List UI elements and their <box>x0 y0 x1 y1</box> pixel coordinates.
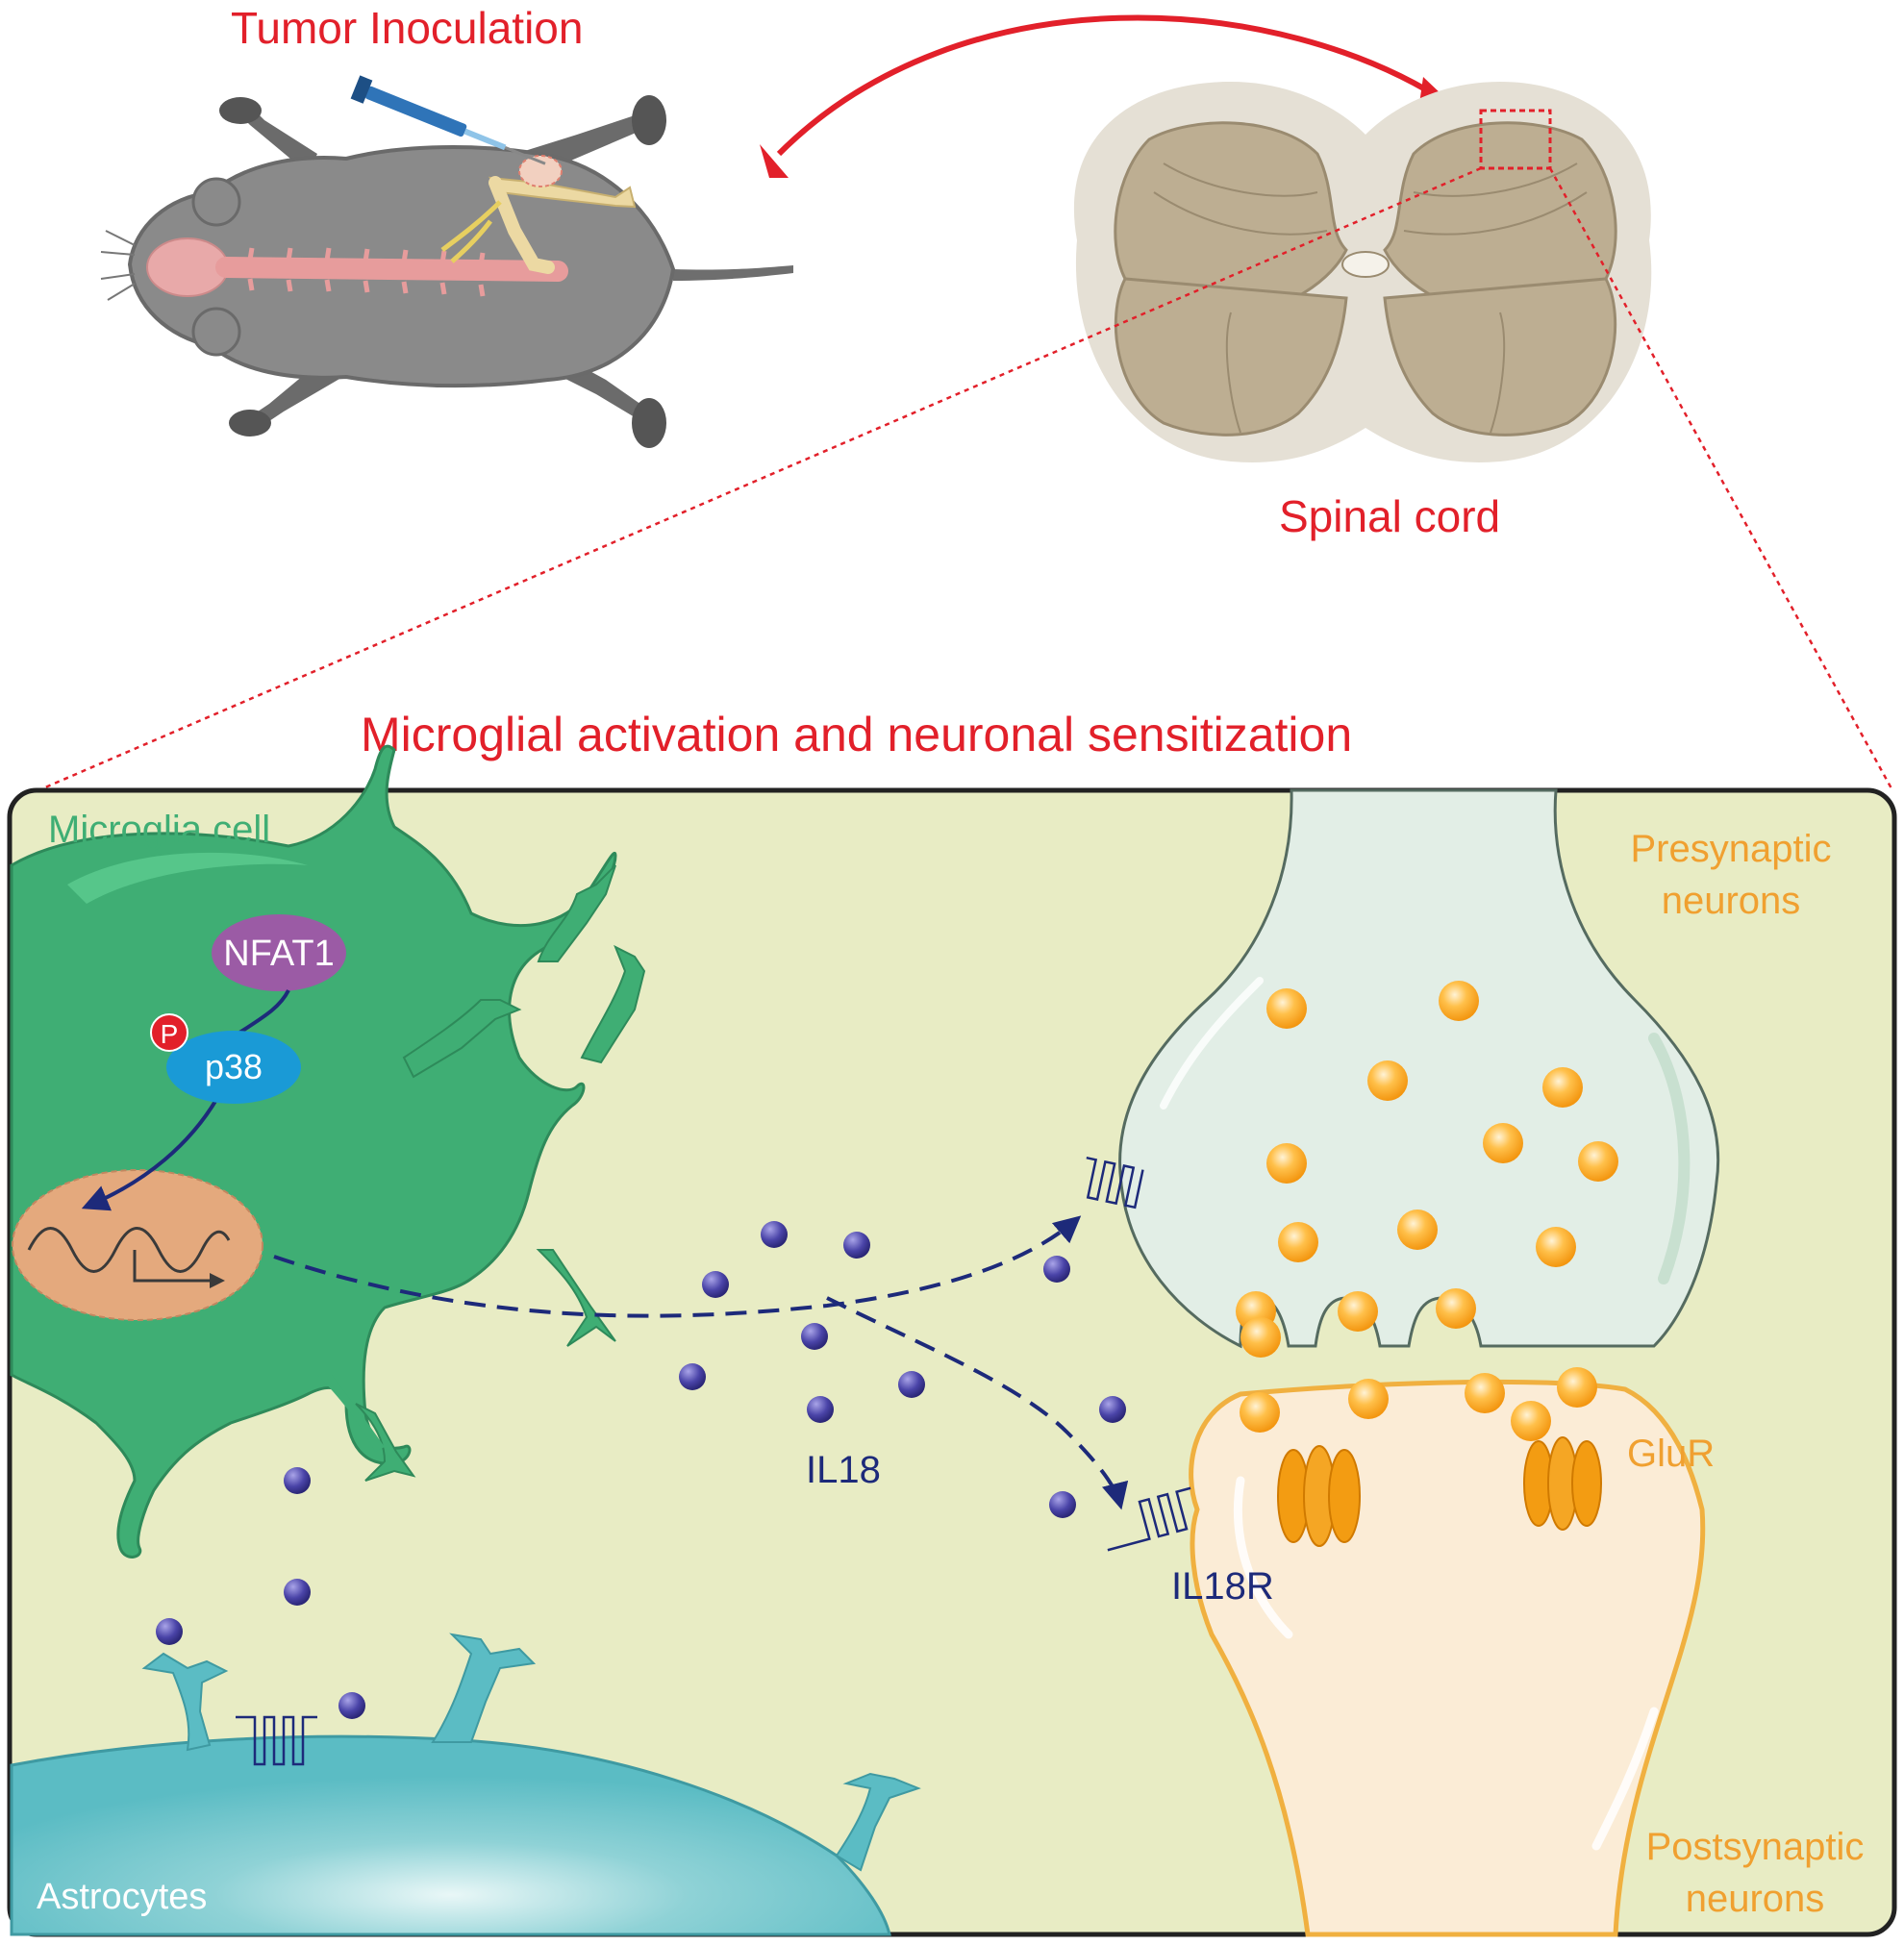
presynaptic-label-line2: neurons <box>1662 880 1801 922</box>
vesicle <box>1338 1291 1378 1332</box>
vesicle <box>1278 1222 1318 1262</box>
il18-molecule <box>1043 1256 1070 1283</box>
il18r-receptor-astrocyte <box>236 1715 317 1766</box>
vesicle <box>1348 1379 1389 1419</box>
panel-title: Microglial activation and neuronal sensi… <box>361 708 1352 761</box>
vesicle <box>1578 1141 1618 1182</box>
p38-node <box>166 1031 301 1104</box>
transcription-arrow-icon <box>133 1250 210 1283</box>
il18-molecule <box>156 1618 183 1645</box>
vesicle <box>1266 1143 1307 1184</box>
phosphate-label: P <box>161 1019 179 1049</box>
il18r-receptor-postsynaptic <box>1107 1486 1191 1552</box>
il18-molecule <box>284 1467 311 1494</box>
postsynaptic-label-line1: Postsynaptic <box>1646 1826 1865 1868</box>
vesicle <box>1439 981 1479 1021</box>
il18-molecule <box>761 1221 788 1248</box>
spinal-cord-label: Spinal cord <box>1279 491 1500 541</box>
il18r-label: IL18R <box>1171 1565 1274 1608</box>
il18-molecule <box>843 1232 870 1259</box>
il18-molecule <box>1049 1491 1076 1518</box>
il18-molecule <box>807 1396 834 1423</box>
vesicle <box>1436 1288 1476 1329</box>
il18r-receptor-presynaptic <box>1086 1156 1144 1209</box>
vesicles <box>1236 981 1618 1441</box>
microglia-cell-label: Microglia cell <box>48 809 270 851</box>
il18-molecule <box>898 1371 925 1398</box>
dna-strand-icon <box>27 1227 231 1273</box>
il18-molecule <box>801 1323 828 1350</box>
vesicle <box>1536 1227 1576 1267</box>
il18-secretion-arrow-presynaptic <box>273 1215 1082 1318</box>
il18-secretion-arrow-postsynaptic <box>826 1296 1129 1510</box>
nucleus <box>12 1169 263 1321</box>
microglia-cell <box>10 744 646 1558</box>
vesicle <box>1397 1209 1438 1250</box>
zoom-line-left <box>38 166 1482 792</box>
spinal-cord-cross-section <box>1073 82 1652 462</box>
glur-receptor-2 <box>1523 1436 1602 1531</box>
nfat1-label: NFAT1 <box>223 934 334 974</box>
tumor-inoculation-label: Tumor Inoculation <box>231 3 583 53</box>
vesicle <box>1542 1067 1583 1108</box>
zoom-line-right <box>1548 167 1894 791</box>
il18-molecule <box>1099 1396 1126 1423</box>
il18-molecule <box>284 1579 311 1606</box>
astrocyte <box>10 1633 921 1936</box>
il18-molecules <box>156 1221 1126 1719</box>
phosphate-badge <box>150 1013 188 1052</box>
vesicle <box>1367 1060 1408 1101</box>
postsynaptic-label-line2: neurons <box>1686 1878 1825 1920</box>
glur-label: GluR <box>1627 1433 1715 1475</box>
vesicle <box>1483 1123 1523 1163</box>
presynaptic-label-line1: Presynaptic <box>1631 828 1832 870</box>
mouse-illustration <box>100 75 793 448</box>
il18-molecule <box>702 1271 729 1298</box>
p38-label: p38 <box>205 1047 263 1086</box>
vesicle <box>1266 988 1307 1029</box>
astrocytes-label: Astrocytes <box>37 1877 207 1917</box>
transcription-arrowhead <box>210 1273 225 1288</box>
vesicle <box>1511 1401 1551 1441</box>
link-double-arrow <box>776 14 1454 157</box>
vesicle <box>1240 1317 1281 1358</box>
arrowhead-left <box>760 144 789 178</box>
il18-label: IL18 <box>806 1449 881 1491</box>
il18-molecule <box>338 1692 365 1719</box>
il18-molecule <box>679 1363 706 1390</box>
p38-to-nucleus-arrow <box>81 1090 223 1211</box>
vesicle <box>1465 1373 1505 1413</box>
vesicle <box>1240 1392 1280 1433</box>
vesicle <box>1557 1367 1597 1408</box>
nfat1-node <box>212 914 346 991</box>
glur-receptor-1 <box>1277 1445 1361 1547</box>
